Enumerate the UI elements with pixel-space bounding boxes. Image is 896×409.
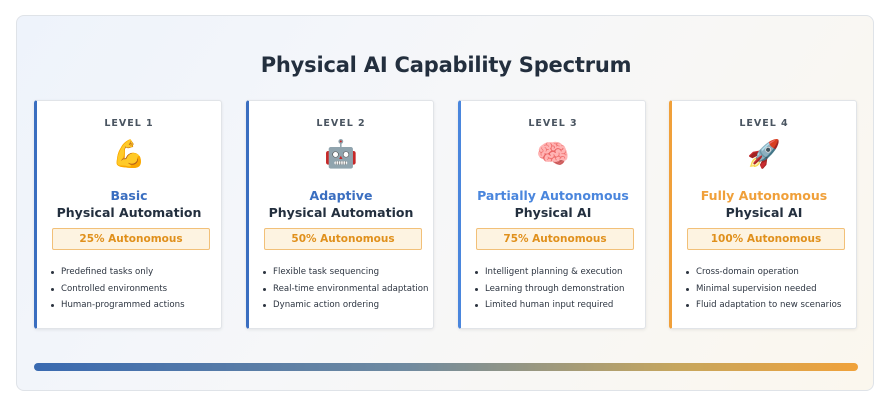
level-subtitle: Physical AI xyxy=(514,205,592,220)
spectrum-panel: Physical AI Capability Spectrum LEVEL 1 … xyxy=(16,15,874,391)
feature-item: Learning through demonstration xyxy=(475,281,624,298)
level-card-1: LEVEL 1 💪 Basic Physical Automation 25% … xyxy=(34,100,222,329)
page-title: Physical AI Capability Spectrum xyxy=(260,53,632,77)
feature-item: Predefined tasks only xyxy=(51,264,185,281)
feature-item: Flexible task sequencing xyxy=(263,264,428,281)
level-label: LEVEL 3 xyxy=(528,118,578,129)
autonomy-badge: 50% Autonomous xyxy=(264,228,422,250)
feature-item: Minimal supervision needed xyxy=(686,281,841,298)
feature-list: Intelligent planning & execution Learnin… xyxy=(475,264,624,314)
level-label: LEVEL 1 xyxy=(104,118,154,129)
level-subtitle: Physical AI xyxy=(725,205,803,220)
level-card-4: LEVEL 4 🚀 Fully Autonomous Physical AI 1… xyxy=(669,100,857,329)
feature-item: Cross-domain operation xyxy=(686,264,841,281)
level-name: Partially Autonomous xyxy=(477,188,629,203)
level-name: Basic xyxy=(110,188,148,203)
autonomy-badge: 25% Autonomous xyxy=(52,228,210,250)
level-name: Fully Autonomous xyxy=(700,188,828,203)
level-name: Adaptive xyxy=(309,188,373,203)
robot-icon: 🤖 xyxy=(324,139,358,170)
rocket-icon: 🚀 xyxy=(747,139,781,170)
feature-list: Predefined tasks only Controlled environ… xyxy=(51,264,185,314)
feature-item: Human-programmed actions xyxy=(51,297,185,314)
spectrum-gradient-bar xyxy=(34,363,858,371)
brain-icon: 🧠 xyxy=(536,139,570,170)
level-label: LEVEL 2 xyxy=(316,118,366,129)
level-subtitle: Physical Automation xyxy=(56,205,202,220)
feature-list: Cross-domain operation Minimal supervisi… xyxy=(686,264,841,314)
feature-list: Flexible task sequencing Real-time envir… xyxy=(263,264,428,314)
level-card-3: LEVEL 3 🧠 Partially Autonomous Physical … xyxy=(458,100,646,329)
level-card-2: LEVEL 2 🤖 Adaptive Physical Automation 5… xyxy=(246,100,434,329)
autonomy-badge: 75% Autonomous xyxy=(476,228,634,250)
autonomy-badge: 100% Autonomous xyxy=(687,228,845,250)
feature-item: Limited human input required xyxy=(475,297,624,314)
level-subtitle: Physical Automation xyxy=(268,205,414,220)
feature-item: Fluid adaptation to new scenarios xyxy=(686,297,841,314)
feature-item: Dynamic action ordering xyxy=(263,297,428,314)
feature-item: Real-time environmental adaptation xyxy=(263,281,428,298)
feature-item: Intelligent planning & execution xyxy=(475,264,624,281)
level-label: LEVEL 4 xyxy=(739,118,789,129)
flexed-biceps-icon: 💪 xyxy=(112,139,146,170)
feature-item: Controlled environments xyxy=(51,281,185,298)
